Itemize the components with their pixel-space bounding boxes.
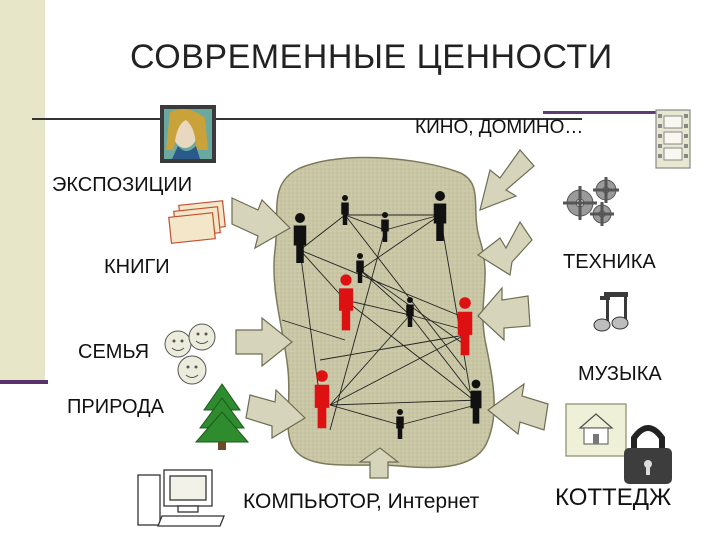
label-books: КНИГИ — [104, 256, 170, 278]
label-computer: КОМПЬЮТОР, Интернет — [243, 490, 480, 513]
padlock-icon — [624, 425, 672, 484]
title-rule-accent — [543, 111, 663, 114]
connection-lines — [281, 214, 481, 431]
person-black — [406, 297, 414, 327]
books-icon — [168, 200, 226, 244]
tree-icon — [194, 383, 250, 450]
label-music: МУЗЫКА — [578, 363, 662, 385]
label-nature: ПРИРОДА — [67, 396, 164, 418]
person-red — [457, 297, 473, 356]
arrow-from-expositions — [231, 197, 291, 250]
person-black — [470, 379, 482, 424]
music-notes-icon — [593, 292, 629, 332]
portrait-icon — [160, 105, 216, 163]
arrow-from-technology — [476, 220, 533, 276]
person-black — [293, 213, 307, 263]
label-cinema: КИНО, ДОМИНО… — [415, 117, 584, 138]
label-family: СЕМЬЯ — [78, 341, 150, 363]
computer-icon — [137, 469, 225, 527]
people — [293, 191, 482, 439]
label-cottage: КОТТЕДЖ — [555, 484, 672, 511]
arrows — [231, 149, 549, 479]
arrow-from-cinema — [479, 149, 535, 211]
house-icon — [565, 403, 627, 457]
page-title: СОВРЕМЕННЫЕ ЦЕННОСТИ — [130, 38, 613, 76]
label-technology: ТЕХНИКА — [563, 251, 656, 273]
arrow-from-computer — [358, 447, 400, 479]
side-band — [0, 0, 45, 383]
person-black — [381, 212, 389, 242]
person-black — [356, 253, 364, 283]
title-rule — [32, 118, 582, 120]
arrow-from-music — [477, 286, 531, 342]
person-black — [396, 409, 404, 439]
person-red — [339, 274, 353, 331]
arrow-from-nature — [245, 388, 306, 440]
arrow-from-family — [235, 316, 293, 368]
person-black — [433, 191, 447, 241]
film-strip-icon — [655, 109, 691, 169]
label-exhibitions: ЭКСПОЗИЦИИ — [52, 174, 193, 196]
person-black — [341, 195, 349, 225]
side-band-line — [0, 380, 48, 384]
arrow-from-cottage — [487, 382, 549, 436]
gears-icon — [563, 177, 619, 226]
faces-icon — [164, 323, 216, 385]
person-red — [314, 370, 330, 429]
